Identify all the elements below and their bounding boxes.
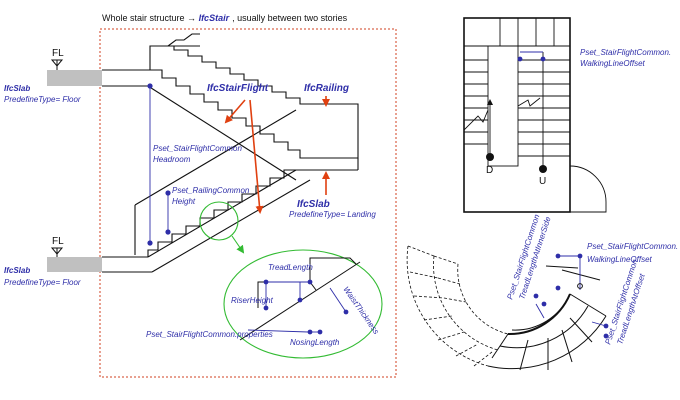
walking-line-top-label-2: WalkingLineOffset bbox=[580, 59, 646, 68]
top-floor-slab bbox=[47, 70, 102, 86]
detail-source-circle bbox=[199, 201, 239, 241]
detail-arrow bbox=[231, 235, 245, 254]
slab-top-name: IfcSlab bbox=[4, 84, 30, 93]
orange-pointer-arrows bbox=[224, 96, 330, 214]
headroom-label-2: Headroom bbox=[153, 155, 191, 164]
railing-height-label-2: Height bbox=[172, 197, 196, 206]
walking-line-top-label-1: Pset_StairFlightCommon. bbox=[580, 48, 671, 57]
bottom-floor-slab bbox=[47, 257, 102, 272]
landing-slab-name: IfcSlab bbox=[297, 199, 330, 210]
dimension-dots-left bbox=[147, 83, 171, 246]
svg-text:FL: FL bbox=[52, 236, 64, 247]
headroom-label-1: Pset_StairFlightCommon bbox=[153, 144, 242, 153]
plan-view-top: D U bbox=[463, 17, 607, 213]
fl-marker-top: FL bbox=[50, 48, 64, 70]
landing-slab-type: PredefineType= Landing bbox=[289, 210, 376, 219]
slab-bottom-name: IfcSlab bbox=[4, 266, 30, 275]
up-label: U bbox=[539, 176, 546, 187]
nosing-length-label: NosingLength bbox=[290, 338, 340, 347]
down-label: D bbox=[486, 165, 493, 176]
detail-dimension-lines bbox=[247, 281, 347, 333]
properties-label: Pset_StairFlightCommon.properties bbox=[146, 330, 273, 339]
walking-line-bot-label-2: WalkingLineOffset bbox=[587, 255, 653, 264]
tread-length-label: TreadLength bbox=[268, 263, 313, 272]
dimension-lines-left bbox=[149, 86, 169, 243]
svg-text:FL: FL bbox=[52, 48, 64, 59]
detail-dimension-dots bbox=[263, 279, 349, 335]
ifc-stair-flight-label: IfcStairFlight bbox=[207, 83, 269, 94]
riser-height-label: RiserHeight bbox=[231, 296, 274, 305]
walking-line-bot-label-1: Pset_StairFlightCommon. bbox=[587, 242, 678, 251]
curved-stair-plan bbox=[406, 245, 609, 371]
detail-ellipse bbox=[223, 249, 383, 359]
ifc-railing-label: IfcRailing bbox=[304, 83, 349, 94]
header-caption: Whole stair structure → IfcStair, usuall… bbox=[102, 13, 348, 23]
stair-boundary bbox=[99, 28, 397, 378]
slab-bottom-type: PredefineType= Floor bbox=[4, 278, 81, 287]
slab-top-type: PredefineType= Floor bbox=[4, 95, 81, 104]
stair-section-geometry bbox=[102, 33, 359, 273]
railing-height-label-1: Pset_RailingCommon bbox=[172, 186, 250, 195]
fl-marker-bottom: FL bbox=[50, 236, 64, 257]
